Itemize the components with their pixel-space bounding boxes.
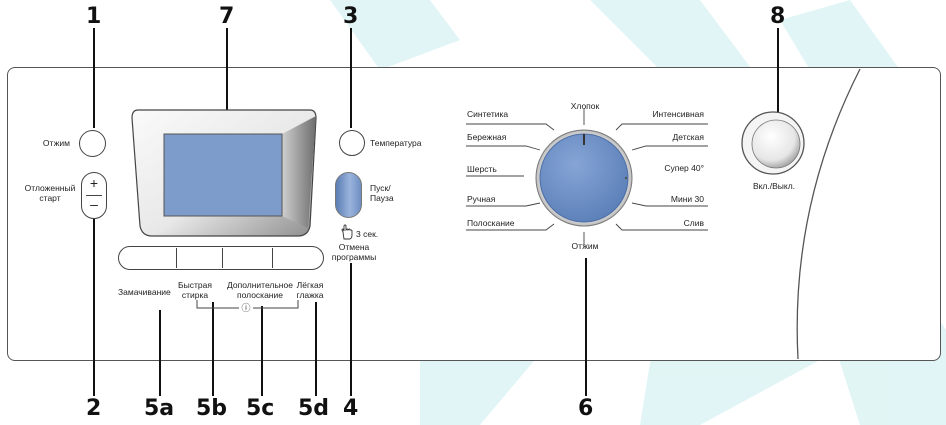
- cancel-line1: Отмена: [338, 242, 370, 252]
- callout-5c-line: [261, 306, 263, 396]
- callout-7-line: [226, 28, 228, 135]
- callout-5b: 5b: [196, 396, 228, 421]
- hold-time-label: 3 сек.: [356, 229, 379, 239]
- easy-iron-label: Лёгкая глажка: [285, 280, 335, 301]
- program-dial[interactable]: [536, 134, 632, 230]
- power-button[interactable]: [746, 116, 800, 170]
- delayed-start-button[interactable]: + –: [81, 172, 107, 219]
- dial-right-4: Слив: [683, 218, 704, 228]
- callout-5d-line: [315, 302, 317, 396]
- delayed-start-label-line1: Отложенный: [24, 183, 76, 193]
- callout-5d: 5d: [298, 396, 330, 421]
- start-pause-line2: Пауза: [370, 192, 394, 203]
- dial-left-3: Ручная: [467, 194, 496, 204]
- easy-iron-button[interactable]: [272, 248, 323, 268]
- temperature-button[interactable]: [339, 130, 365, 156]
- callout-3: 3: [343, 4, 359, 29]
- dial-left-0: Синтетика: [467, 109, 509, 119]
- callout-3-line: [350, 28, 352, 128]
- delayed-start-label: Отложенный старт: [18, 183, 82, 204]
- callout-1: 1: [86, 4, 102, 29]
- delayed-start-label-line2: старт: [39, 192, 61, 203]
- extra-rinse-label: Дополнительное полоскание: [215, 280, 305, 301]
- quick-wash-button[interactable]: [176, 248, 223, 268]
- callout-1-line: [93, 28, 95, 128]
- dial-left-4: Полоскание: [467, 218, 515, 228]
- callout-4-line: [350, 262, 352, 396]
- power-button-graphic: [741, 111, 805, 175]
- hand-icon: [341, 224, 353, 240]
- callout-5b-line: [212, 302, 214, 396]
- start-pause-label: Пуск/ Пауза: [370, 183, 394, 204]
- callout-7: 7: [219, 4, 235, 29]
- easy-iron-line1: Лёгкая: [296, 280, 324, 290]
- dial-left-1: Бережная: [467, 132, 507, 142]
- spin-label: Отжим: [42, 138, 70, 148]
- easy-iron-line2: глажка: [296, 289, 324, 300]
- dial-right-1: Детская: [672, 132, 705, 142]
- quick-wash-line2: стирка: [181, 289, 209, 300]
- dial-bottom-label: Отжим: [571, 241, 599, 251]
- minus-icon[interactable]: –: [90, 196, 98, 212]
- power-label: Вкл./Выкл.: [752, 181, 796, 191]
- temperature-label: Температура: [370, 138, 422, 148]
- panel-curve: [796, 68, 861, 360]
- callout-5a-line: [159, 310, 161, 396]
- callout-6: 6: [578, 396, 594, 421]
- callout-5c: 5c: [246, 396, 275, 421]
- dial-right-0: Интенсивная: [652, 109, 704, 119]
- program-dial-graphic: [466, 109, 708, 245]
- quick-wash-label: Быстрая стирка: [170, 280, 220, 301]
- soak-label: Замачивание: [118, 287, 171, 297]
- display-bezel: [131, 109, 317, 237]
- info-icon: ⓘ: [239, 303, 253, 314]
- callout-2-line: [93, 218, 95, 396]
- cancel-line2: программы: [331, 251, 377, 262]
- callout-4: 4: [343, 396, 359, 421]
- extra-rinse-line2: полоскание: [237, 289, 283, 300]
- dial-left-2: Шерсть: [467, 164, 497, 174]
- plus-icon[interactable]: +: [89, 175, 99, 191]
- callout-8: 8: [770, 4, 786, 29]
- dial-right-3: Мини 30: [670, 194, 704, 204]
- start-pause-button[interactable]: [335, 172, 362, 218]
- callout-8-line: [777, 28, 779, 136]
- dial-right-2: Супер 40°: [664, 163, 704, 173]
- dial-top-label: Хлопок: [570, 101, 600, 111]
- lcd-display: [164, 134, 282, 216]
- cancel-program-label: Отмена программы: [326, 242, 382, 263]
- callout-6-line: [585, 258, 587, 396]
- delayed-start-divider: [86, 195, 102, 196]
- extra-rinse-line1: Дополнительное: [227, 280, 293, 290]
- start-pause-line1: Пуск/: [370, 183, 391, 193]
- extra-rinse-button[interactable]: [222, 248, 273, 268]
- spin-button[interactable]: [79, 130, 106, 157]
- soak-button[interactable]: [120, 248, 174, 268]
- callout-5a: 5a: [144, 396, 175, 421]
- callout-2: 2: [86, 396, 102, 421]
- quick-wash-line1: Быстрая: [178, 280, 212, 290]
- option-buttons-bar: [118, 246, 324, 270]
